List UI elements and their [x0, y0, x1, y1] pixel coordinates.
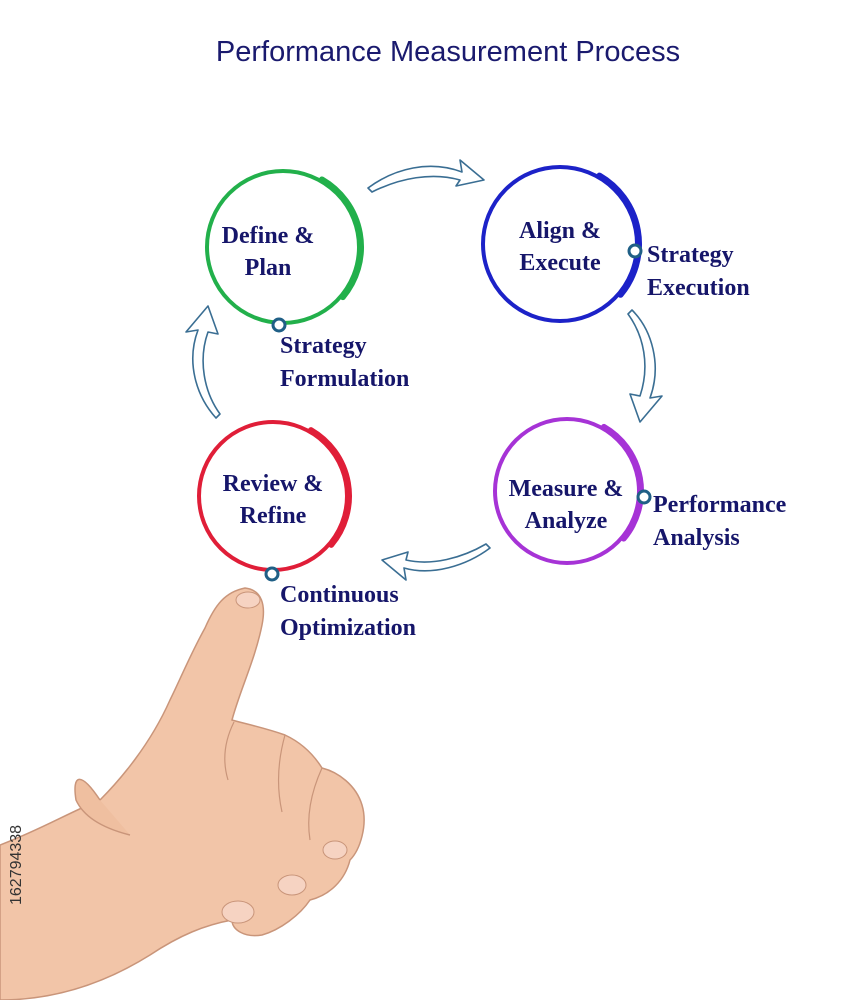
connector-dot-icon — [264, 566, 280, 582]
callout-line: Continuous — [280, 582, 399, 608]
finger-crease — [224, 721, 235, 781]
callout-performance-analysis: Performance Analysis — [653, 489, 786, 555]
ring-brush-measure-analyze — [601, 423, 644, 542]
callout-strategy-formulation: Strategy Formulation — [280, 330, 409, 396]
callout-line: Performance — [653, 492, 787, 518]
fingernail — [322, 840, 348, 860]
image-id-label: 162794338 — [8, 824, 25, 905]
callout-line: Execution — [647, 275, 750, 301]
stage-label-define-plan: Define & Plan — [178, 220, 358, 284]
ring-brush-review-refine — [308, 427, 352, 548]
stage-label-align-execute: Align & Execute — [470, 215, 650, 279]
pointing-hand-icon — [0, 587, 365, 1000]
ring-brush-define-plan — [319, 176, 364, 301]
thumb-shape — [74, 778, 131, 836]
connector-dot-icon — [627, 243, 643, 259]
callout-line: Formulation — [280, 366, 410, 392]
cycle-arrows — [185, 159, 663, 581]
stage-label-measure-analyze: Measure & Analyze — [476, 473, 656, 537]
stage-label-line: Define & — [221, 223, 315, 249]
callout-line: Analysis — [653, 525, 740, 551]
callout-continuous-optimization: Continuous Optimization — [280, 579, 416, 645]
finger-crease — [277, 734, 286, 813]
stage-label-line: Refine — [239, 503, 307, 529]
stage-label-line: Review & — [222, 471, 324, 497]
page-title: Performance Measurement Process — [215, 36, 681, 68]
stage-label-line: Measure & — [508, 476, 624, 502]
ring-brush-align-execute — [596, 172, 642, 298]
fingernail — [235, 591, 261, 609]
cycle-arrow-icon — [627, 309, 663, 423]
callout-strategy-execution: Strategy Execution — [647, 239, 750, 305]
callout-line: Optimization — [280, 615, 416, 641]
finger-crease — [308, 767, 323, 841]
callout-line: Strategy — [280, 333, 367, 359]
callout-line: Strategy — [647, 242, 734, 268]
stage-label-line: Execute — [519, 250, 601, 276]
hand-shape — [0, 587, 365, 1000]
connector-dot-icon — [636, 489, 652, 505]
connector-dot-icon — [271, 317, 287, 333]
stage-label-line: Analyze — [524, 508, 608, 534]
connector-dots — [264, 243, 652, 582]
cycle-arrow-icon — [381, 543, 491, 581]
stage-label-line: Plan — [244, 255, 292, 281]
fingernail — [221, 900, 255, 924]
fingernail — [277, 874, 307, 896]
stage-label-line: Align & — [518, 218, 601, 244]
cycle-arrow-icon — [185, 305, 221, 419]
cycle-arrow-icon — [367, 159, 485, 193]
stage-label-review-refine: Review & Refine — [183, 468, 363, 532]
